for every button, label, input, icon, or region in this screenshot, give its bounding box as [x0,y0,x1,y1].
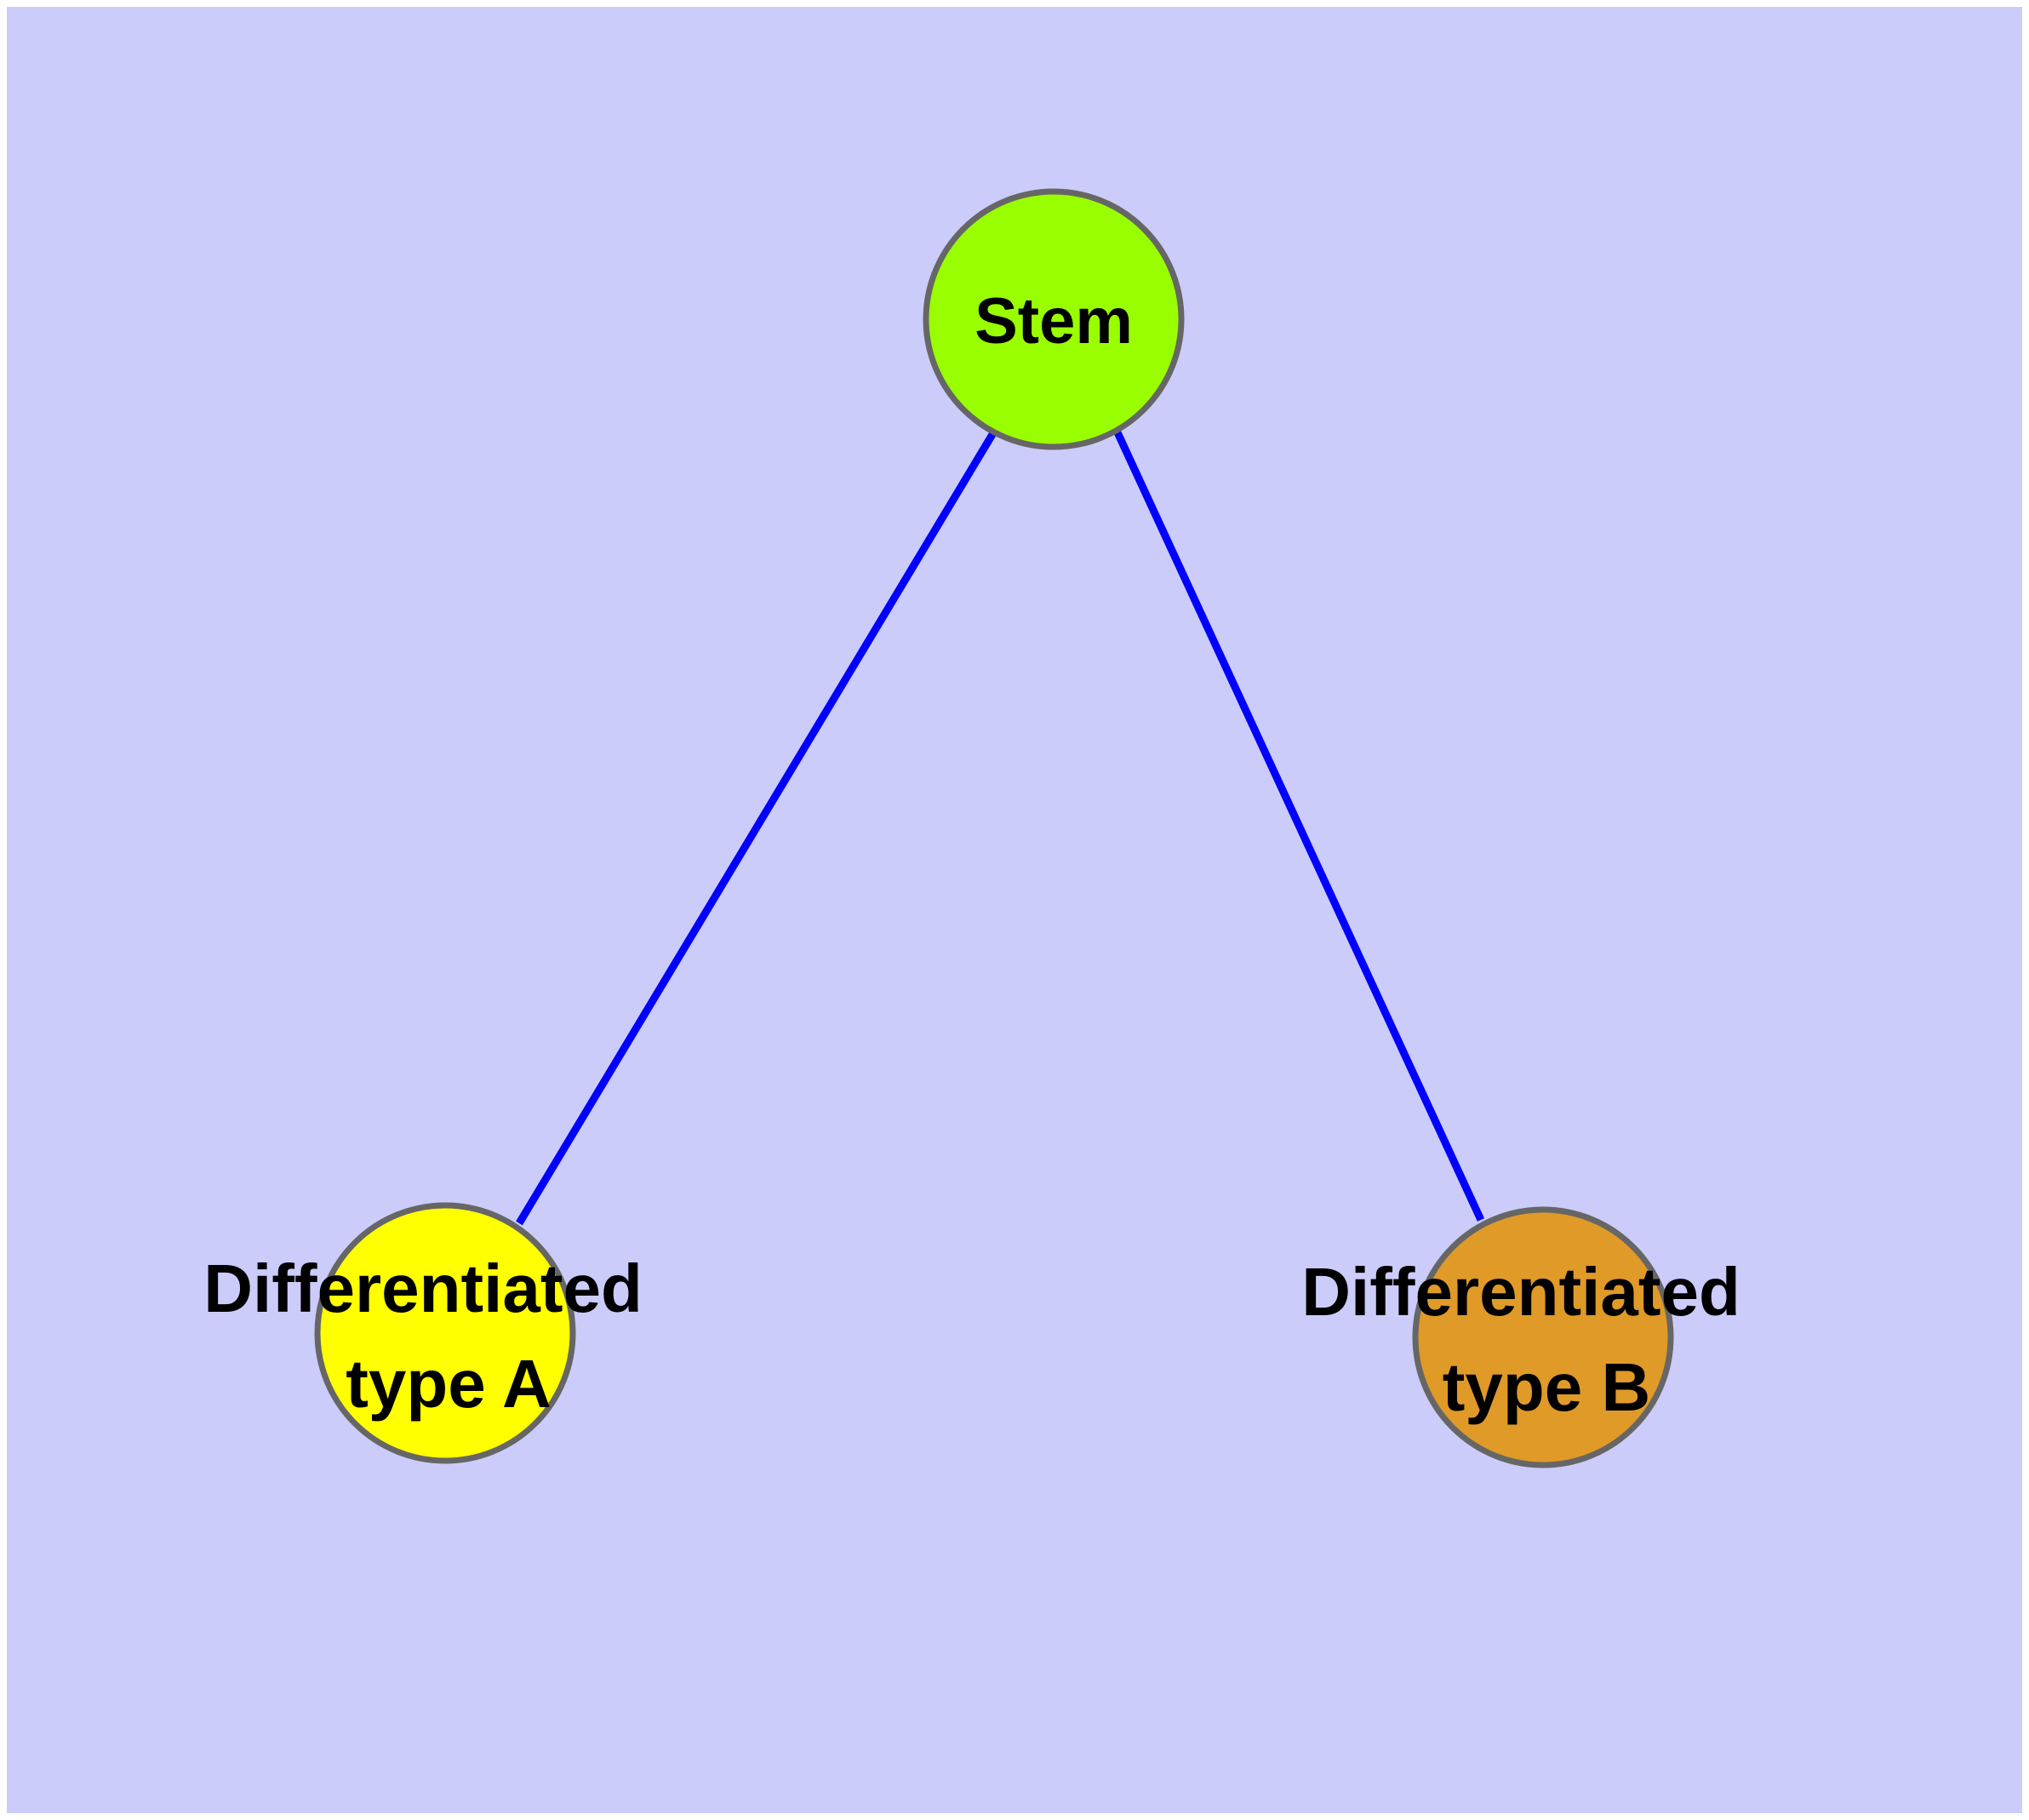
node-differentiated-type-b-label-line2: type B [1443,1349,1651,1425]
node-differentiated-type-a[interactable]: Differentiated type A [203,1202,643,1464]
node-layer: Stem Differentiated type A Differentiate… [203,188,1740,1468]
edge-stem-to-differentiated-type-a[interactable] [516,429,997,1226]
edge-layer [516,429,1485,1226]
edge-stem-to-differentiated-type-b[interactable] [1113,431,1485,1222]
node-differentiated-type-a-label-line2: type A [346,1346,552,1422]
node-differentiated-type-a-circle[interactable] [314,1202,576,1464]
node-differentiated-type-b[interactable]: Differentiated type B [1301,1206,1740,1468]
node-differentiated-type-a-label-line1: Differentiated [203,1251,643,1326]
node-differentiated-type-b-circle[interactable] [1412,1206,1674,1468]
node-stem[interactable]: Stem [923,188,1185,450]
node-differentiated-type-b-label-line1: Differentiated [1301,1254,1740,1330]
node-stem-circle[interactable] [923,188,1185,450]
node-stem-label: Stem [974,285,1133,358]
